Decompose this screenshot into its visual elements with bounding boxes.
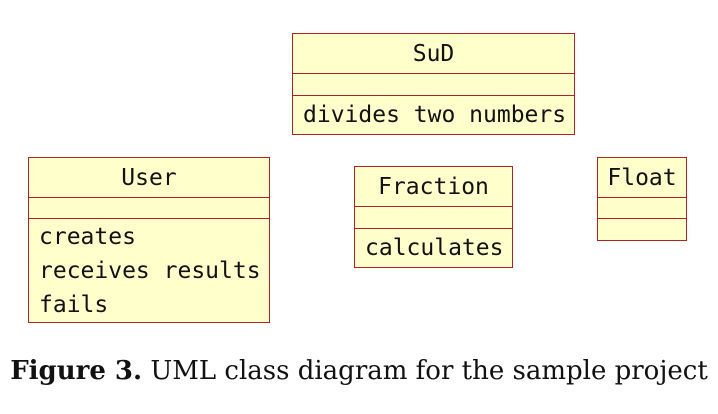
class-float: Float — [597, 157, 687, 241]
figure-label: Figure 3. — [10, 356, 143, 386]
class-attributes — [293, 74, 574, 96]
operation: receives results — [39, 258, 261, 284]
operation: divides two numbers — [303, 102, 567, 128]
class-user: User creates receives results fails — [28, 157, 270, 323]
operation: calculates — [365, 235, 504, 261]
class-name: SuD — [293, 34, 574, 74]
class-operations: divides two numbers — [293, 96, 574, 132]
class-name: Float — [598, 158, 686, 198]
class-operations: calculates — [355, 229, 512, 265]
figure-caption-text: UML class diagram for the sample project — [150, 356, 708, 386]
class-operations: creates receives results fails — [29, 219, 269, 322]
class-attributes — [29, 198, 269, 219]
class-sud: SuD divides two numbers — [292, 33, 575, 135]
class-fraction: Fraction calculates — [354, 166, 513, 268]
class-attributes — [598, 198, 686, 219]
class-name: Fraction — [355, 167, 512, 207]
class-attributes — [355, 207, 512, 229]
operation: creates — [39, 224, 136, 250]
class-name: User — [29, 158, 269, 198]
figure-caption: Figure 3. UML class diagram for the samp… — [0, 356, 718, 386]
operation: fails — [39, 292, 109, 318]
